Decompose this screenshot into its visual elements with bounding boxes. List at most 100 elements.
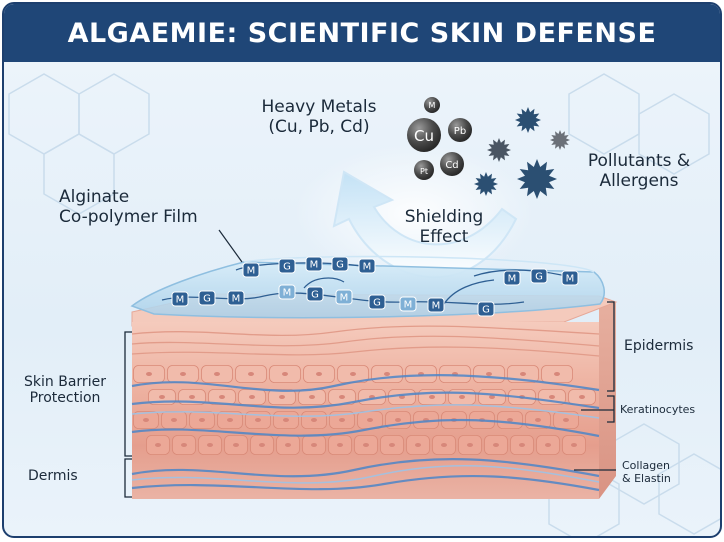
cell-nucleus: [311, 418, 317, 422]
metal-sphere-label: Cu: [414, 127, 434, 145]
polymer-unit-label: M: [508, 274, 517, 285]
polymer-unit-label: G: [311, 290, 319, 301]
collagen-fibers: [131, 374, 600, 492]
polymer-unit-label: M: [310, 260, 319, 271]
cell-nucleus: [467, 443, 473, 447]
cell-nucleus: [171, 418, 177, 422]
polymer-unit-label: M: [247, 266, 256, 277]
cell-nucleus: [571, 443, 577, 447]
cell-nucleus: [259, 443, 265, 447]
polymer-unit-label: M: [566, 274, 575, 285]
metal-sphere-label: Cd: [445, 160, 458, 171]
polymer-unit-label: G: [482, 305, 490, 316]
cell-nucleus: [227, 418, 233, 422]
cell-nucleus: [283, 418, 289, 422]
cell-nucleus: [520, 372, 526, 376]
cell-nucleus: [493, 443, 499, 447]
cell-nucleus: [579, 395, 585, 399]
cell-nucleus: [363, 443, 369, 447]
cell-nucleus: [159, 395, 165, 399]
cell-nucleus: [384, 372, 390, 376]
cell-nucleus: [214, 372, 220, 376]
pollutants-line1: Pollutants &: [587, 151, 691, 171]
polymer-unit-label: M: [283, 288, 292, 299]
heavy-metals-line1: Heavy Metals: [261, 97, 377, 117]
cell-nucleus: [395, 418, 401, 422]
metal-sphere: Pb: [448, 118, 472, 142]
cell-nucleus: [180, 372, 186, 376]
allergen-particle: [487, 138, 511, 162]
cell-nucleus: [367, 418, 373, 422]
polymer-unit-label: G: [535, 272, 543, 283]
polymer-unit: G: [477, 301, 495, 317]
polymer-unit: M: [335, 289, 353, 305]
polymer-unit-label: M: [363, 262, 372, 273]
alginate-line2: Co-polymer Film: [59, 206, 198, 227]
allergen-particles: [474, 107, 570, 199]
polymer-unit: M: [503, 270, 521, 286]
cell-nucleus: [189, 395, 195, 399]
cell-nucleus: [199, 418, 205, 422]
cell-nucleus: [441, 443, 447, 447]
alginate-leader-line: [218, 229, 243, 263]
pollutants-label: Pollutants & Allergens: [564, 151, 714, 191]
skin-barrier-line1: Skin Barrier: [24, 374, 106, 390]
heavy-metals-label: Heavy Metals (Cu, Pb, Cd): [244, 97, 394, 137]
cell-nucleus: [489, 395, 495, 399]
metal-sphere: M: [424, 97, 440, 113]
pollutants-line2: Allergens: [599, 170, 679, 191]
keratinocyte-cells: [133, 365, 596, 455]
skin-block-front: [132, 322, 599, 499]
shielding-line2: Effect: [419, 226, 469, 247]
collagen-line2: & Elastin: [622, 471, 671, 485]
cell-nucleus: [339, 418, 345, 422]
metal-sphere: Pt: [414, 160, 434, 180]
header-bar: ALGAEMIE: SCIENTIFIC SKIN DEFENSE: [4, 4, 720, 62]
polymer-unit: M: [171, 291, 189, 307]
polymer-unit: M: [399, 296, 417, 312]
cell-nucleus: [519, 443, 525, 447]
cell-nucleus: [309, 395, 315, 399]
polymer-unit: G: [198, 290, 216, 306]
shielding-line1: Shielding: [404, 207, 484, 227]
cell-nucleus: [155, 443, 161, 447]
cell-nucleus: [563, 418, 569, 422]
cell-nucleus: [316, 372, 322, 376]
polymer-unit: M: [227, 290, 245, 306]
cell-nucleus: [279, 395, 285, 399]
cell-nucleus: [181, 443, 187, 447]
cell-nucleus: [233, 443, 239, 447]
polymer-unit: G: [368, 294, 386, 310]
shielding-label: Shielding Effect: [384, 207, 504, 247]
allergen-particle: [515, 107, 541, 133]
cell-nucleus: [350, 372, 356, 376]
polymer-unit-label: M: [176, 295, 185, 306]
skin-block-side: [599, 296, 616, 499]
cell-nucleus: [459, 395, 465, 399]
polymer-unit: G: [530, 268, 548, 284]
cell-nucleus: [507, 418, 513, 422]
polymer-unit: M: [427, 297, 445, 313]
polymer-unit-label: G: [283, 262, 291, 273]
page-title: ALGAEMIE: SCIENTIFIC SKIN DEFENSE: [67, 17, 657, 49]
polymer-unit-label: G: [203, 294, 211, 305]
metal-sphere-label: Pt: [420, 167, 428, 176]
collagen-label: Collagen & Elastin: [622, 459, 718, 485]
polymer-unit-label: M: [404, 300, 413, 311]
dermis-label: Dermis: [28, 468, 78, 484]
cell-nucleus: [429, 395, 435, 399]
cell-nucleus: [554, 372, 560, 376]
cell-nucleus: [389, 443, 395, 447]
heavy-metal-spheres: M Cu Pb Pt Cd: [407, 97, 472, 180]
stratum-corneum-lines: [131, 325, 600, 357]
cell-nucleus: [146, 372, 152, 376]
polymer-unit-label: G: [336, 260, 344, 271]
metal-sphere: Cd: [440, 152, 464, 176]
cell-nucleus: [255, 418, 261, 422]
polymer-unit: G: [306, 286, 324, 302]
epidermis-bracket: [607, 301, 615, 392]
cell-nucleus: [219, 395, 225, 399]
dermis-bracket: [124, 458, 132, 498]
cell-nucleus: [248, 372, 254, 376]
